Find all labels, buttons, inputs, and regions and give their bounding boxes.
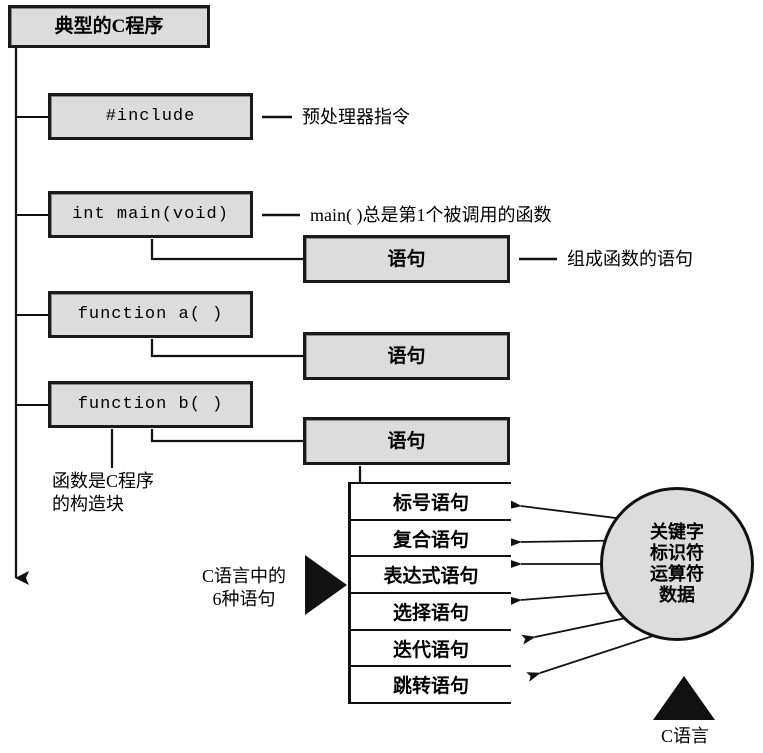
statement-type-item: 表达式语句	[351, 557, 511, 595]
statement-box-3: 语句	[303, 417, 510, 465]
statement-type-item: 复合语句	[351, 520, 511, 558]
statement-type-item: 迭代语句	[351, 630, 511, 668]
note-functions-are-building-blocks: 函数是C程序 的构造块	[52, 470, 154, 515]
note-six-statements-line2: 6种语句	[212, 588, 276, 609]
up-pointing-triangle-icon	[653, 676, 715, 720]
callout-preprocessor: 预处理器指令	[302, 107, 410, 127]
right-pointing-triangle-icon	[305, 555, 347, 615]
statement-type-item: 选择语句	[351, 594, 511, 631]
function-a-box: function a( )	[48, 291, 253, 338]
callout-main-first-called: main( )总是第1个被调用的函数	[310, 205, 552, 225]
circle-item-identifier: 标识符	[650, 542, 704, 563]
main-function-box: int main(void)	[48, 191, 253, 238]
circle-item-data: 数据	[659, 585, 695, 606]
statement-box-3-label: 语句	[387, 430, 426, 452]
note-six-statements-line1: C语言中的	[201, 566, 286, 586]
main-function-box-label: int main(void)	[72, 205, 229, 224]
note-functions-line1: 函数是C程序	[52, 471, 155, 491]
note-six-statement-types: C语言中的 6种语句	[188, 565, 300, 610]
statement-box-2: 语句	[303, 332, 510, 380]
c-language-label: C语言	[660, 726, 709, 746]
function-b-box: function b( )	[48, 381, 253, 428]
include-box: #include	[48, 93, 253, 140]
circle-item-keyword: 关键字	[650, 521, 704, 542]
note-functions-line2: 的构造块	[52, 493, 124, 514]
statement-box-1-label: 语句	[387, 248, 426, 270]
statement-box-2-label: 语句	[387, 345, 426, 367]
circle-item-operator: 运算符	[650, 564, 704, 584]
language-elements-circle: 关键字 标识符 运算符 数据	[600, 487, 754, 641]
include-box-label: #include	[105, 107, 196, 126]
callout-statements-compose-function: 组成函数的语句	[567, 249, 693, 269]
title-box: 典型的C程序	[8, 5, 210, 48]
function-a-box-label: function a( )	[77, 305, 224, 324]
statement-type-item: 标号语句	[351, 482, 511, 521]
title-box-label: 典型的C程序	[54, 16, 164, 37]
function-b-box-label: function b( )	[77, 395, 224, 414]
statement-type-list: 标号语句 复合语句 表达式语句 选择语句 迭代语句 跳转语句	[348, 482, 511, 705]
statement-type-item: 跳转语句	[351, 667, 511, 705]
statement-box-1: 语句	[303, 235, 510, 283]
